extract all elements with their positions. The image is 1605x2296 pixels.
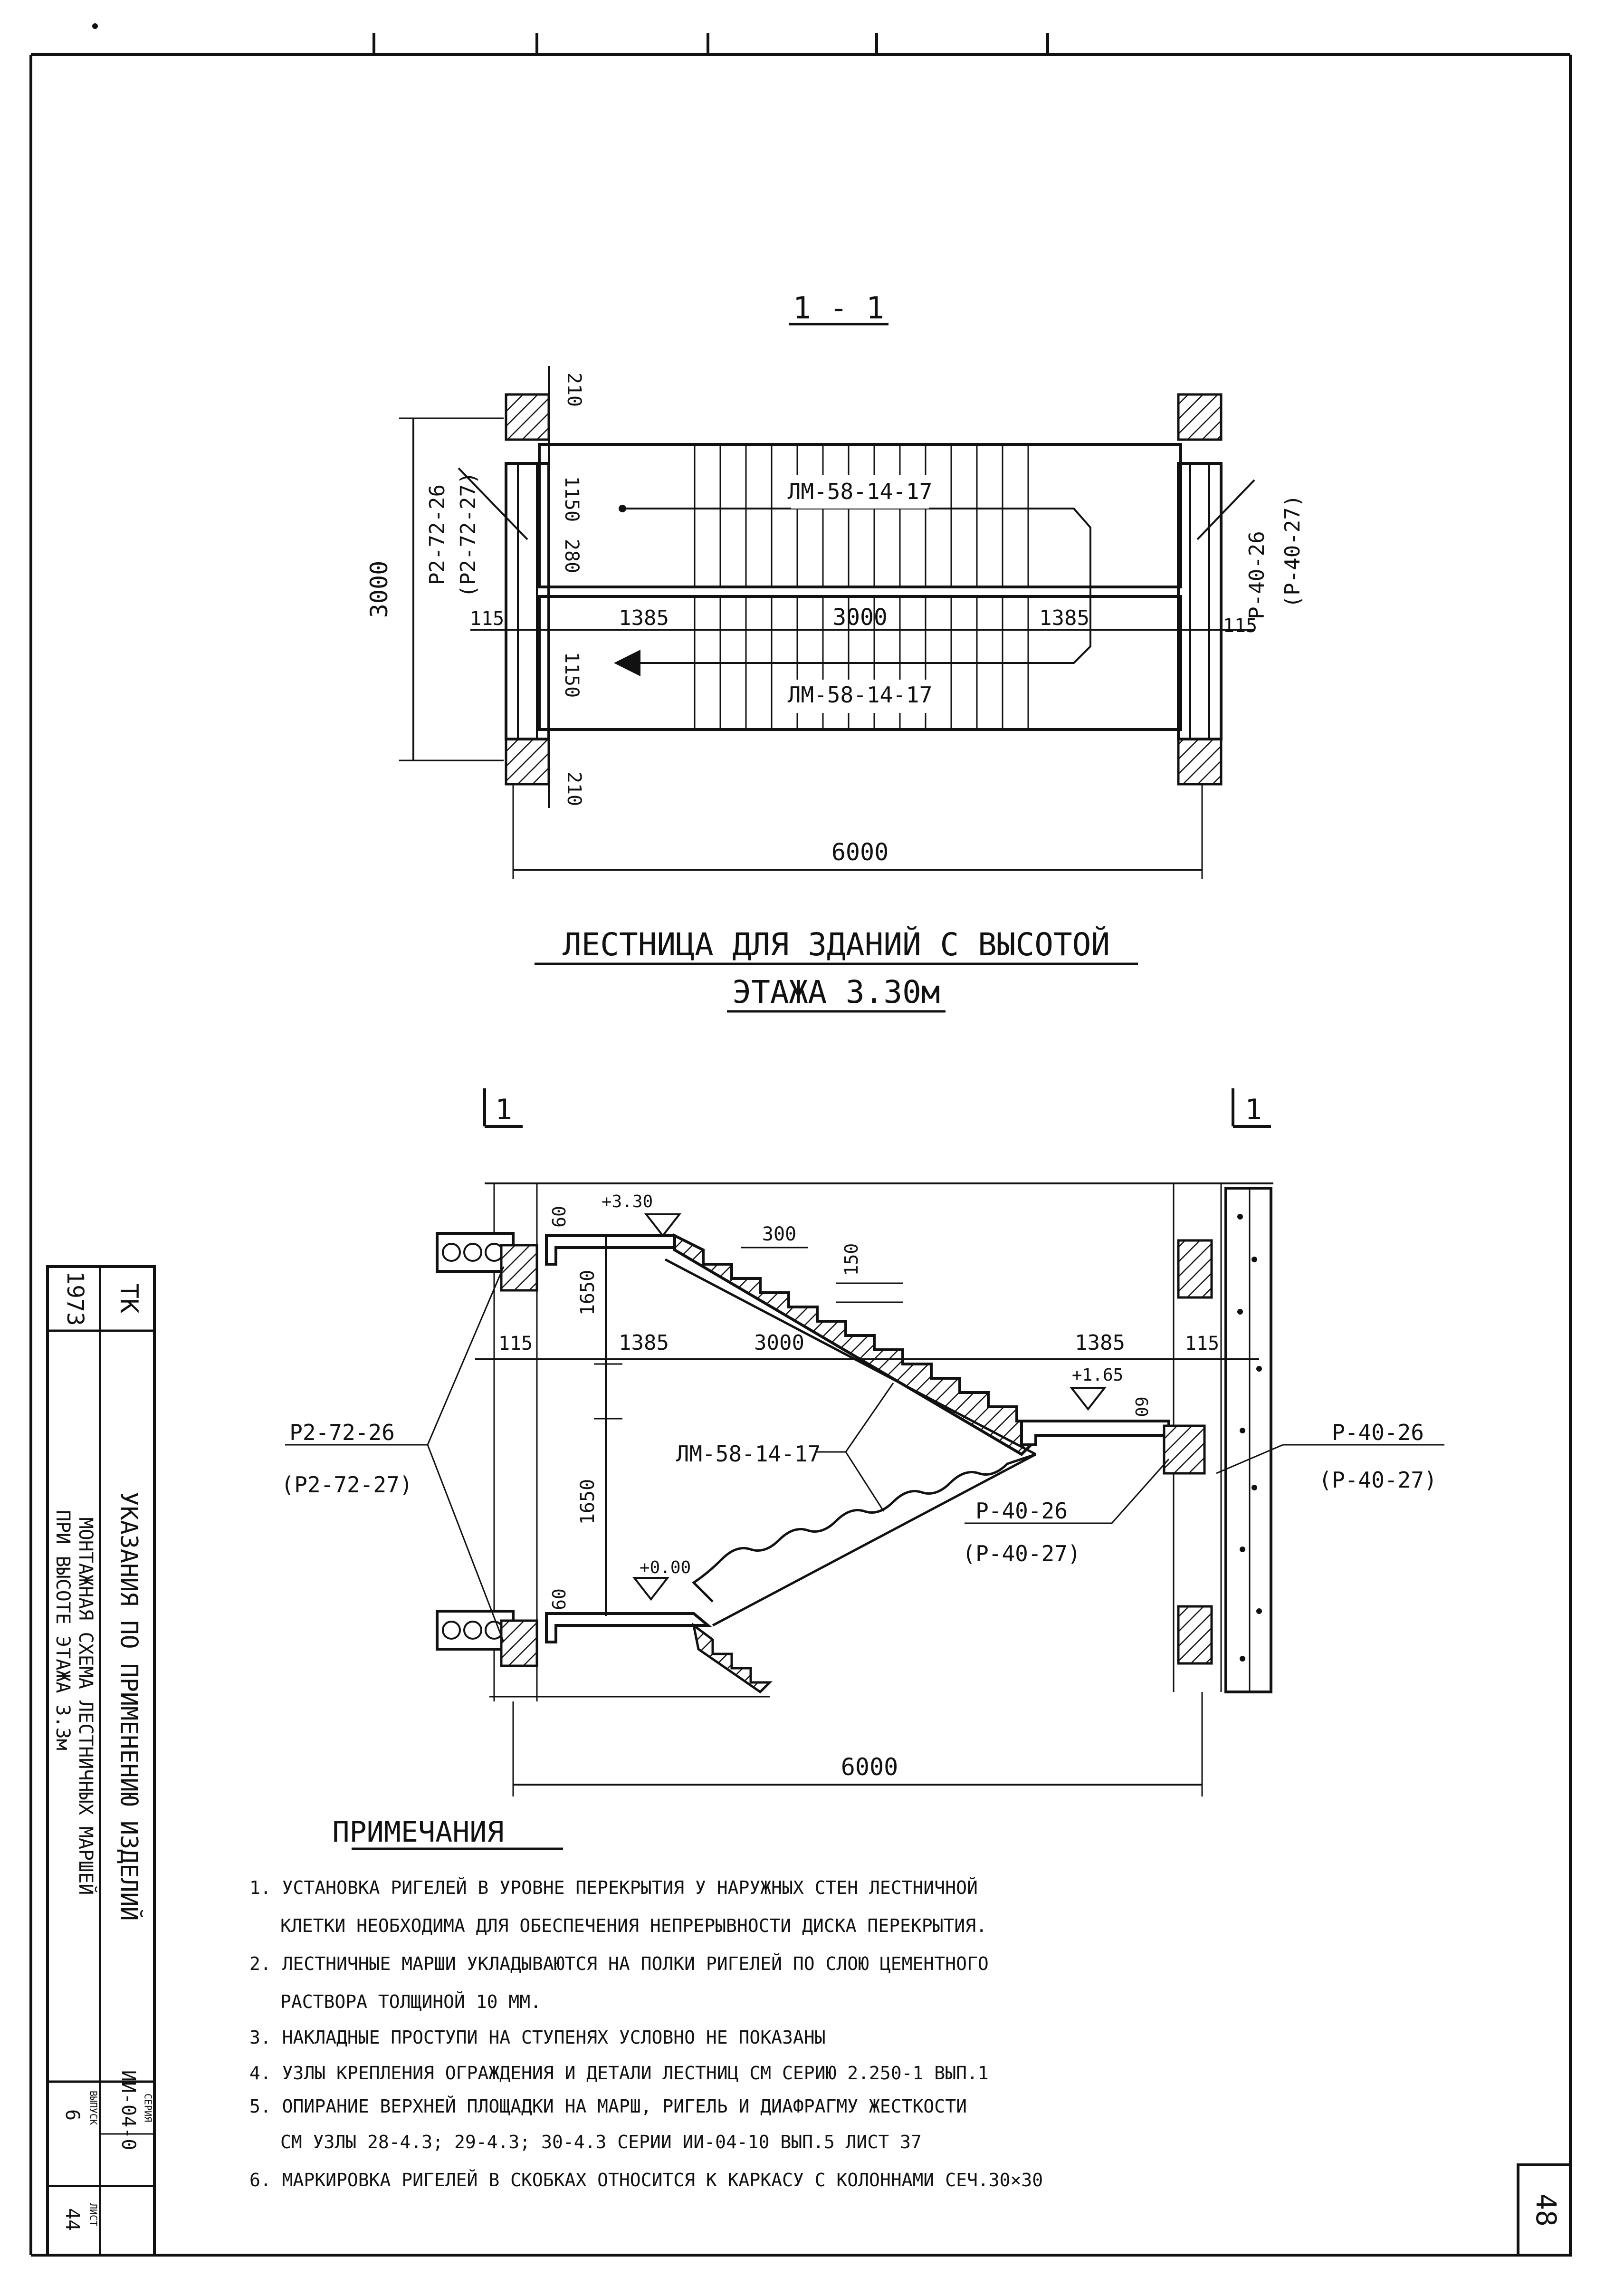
plan-march-upper-label: ЛМ-58-14-17: [788, 479, 933, 504]
column-bottom-right: [1177, 738, 1223, 786]
plan-beam-right-label: Р-40-26: [1245, 531, 1269, 619]
sec-beam-mid-alt-label: (Р-40-27): [962, 1541, 1080, 1566]
sec-dim-60-top: 60: [549, 1206, 570, 1228]
level-top: +3.30: [602, 1192, 653, 1211]
sec-dim-6000: 6000: [841, 1753, 898, 1781]
plan-dim-1385-left: 1385: [619, 606, 669, 630]
sheet-number-box: 48: [1517, 2163, 1572, 2257]
issue-label: ВЫПУСК: [88, 2091, 99, 2125]
column-bottom-left: [505, 738, 550, 786]
sec-dim-60-bottom: 60: [549, 1588, 570, 1610]
series-label: СЕРИЯ: [143, 2094, 154, 2122]
sheet-number: 48: [1530, 2193, 1562, 2227]
plan-dim-1150-lower: 1150: [561, 652, 583, 698]
plan-beam-right-alt-label: (Р-40-27): [1280, 495, 1305, 608]
title-block-year: 1973: [62, 1271, 88, 1326]
sec-dim-1650-upper: 1650: [577, 1270, 599, 1316]
column-right-bottom: [1177, 1605, 1213, 1665]
plan-dim-115-right: 115: [1223, 615, 1257, 637]
note-line-3: 2. ЛЕСТНИЧНЫЕ МАРШИ УКЛАДЫВАЮТСЯ НА ПОЛК…: [249, 1953, 989, 1974]
notes: ПРИМЕЧАНИЯ 1. УСТАНОВКА РИГЕЛЕЙ В УРОВНЕ…: [249, 1816, 1043, 2190]
column-top-right: [1177, 393, 1223, 441]
plan-march-lower-label: ЛМ-58-14-17: [788, 682, 933, 708]
sec-dim-115-left: 115: [498, 1333, 533, 1355]
sec-march-label: ЛМ-58-14-17: [676, 1441, 821, 1467]
sec-dim-1650-lower: 1650: [577, 1479, 599, 1525]
sec-dim-1385-right: 1385: [1075, 1331, 1125, 1355]
beam-mid-section: [1163, 1424, 1206, 1475]
beam-left-bottom-section: [500, 1619, 538, 1667]
sec-beam-left-alt-label: (Р2-72-27): [281, 1472, 413, 1498]
plan-dim-210-bottom: 210: [563, 772, 585, 806]
sec-beam-mid-label: Р-40-26: [975, 1498, 1068, 1524]
march-lower-plan: [538, 595, 1182, 731]
sheet-frame: [29, 23, 1572, 2257]
sec-dim-3000-middle: 3000: [754, 1331, 804, 1355]
sec-dim-150: 150: [841, 1243, 862, 1276]
level-bottom: +0.00: [640, 1558, 691, 1577]
issue-value: 6: [61, 2109, 83, 2121]
plan-dim-1150-upper: 1150: [561, 476, 583, 522]
section-view: 1 1 +3.30 60: [281, 1088, 1444, 1796]
plan-beam-left-alt-label: (Р2-72-27): [456, 472, 480, 598]
sec-dim-300: 300: [762, 1223, 796, 1245]
plan-caption-line2: ЭТАЖА 3.30м: [732, 974, 940, 1010]
march-upper-plan: [538, 443, 1182, 588]
plan-dim-3000-middle: 3000: [832, 604, 888, 631]
note-line-5: 3. НАКЛАДНЫЕ ПРОСТУПИ НА СТУПЕНЯХ УСЛОВН…: [249, 2027, 826, 2048]
notes-title: ПРИМЕЧАНИЯ: [332, 1816, 504, 1849]
sec-beam-left-label: Р2-72-26: [289, 1420, 395, 1445]
plan-dim-210-top: 210: [563, 373, 585, 407]
title-block-org: ТК: [115, 1284, 143, 1314]
series-value: ИИ-04-0: [117, 2070, 139, 2151]
landing-bottom: [545, 1612, 712, 1643]
sec-dim-115-right: 115: [1185, 1333, 1219, 1355]
sec-beam-right-label: Р-40-26: [1332, 1420, 1424, 1445]
title-block-title: УКАЗАНИЯ ПО ПРИМЕНЕНИЮ ИЗДЕЛИЙ: [115, 1491, 143, 1921]
plan-dim-280: 280: [561, 539, 583, 573]
beam-right-plan: [1177, 462, 1223, 740]
plan-dim-3000-total: 3000: [365, 561, 393, 618]
sec-dim-60-mid: 60: [1131, 1396, 1151, 1417]
sheet-value: 44: [61, 2208, 83, 2231]
landing-mid: [1020, 1420, 1170, 1446]
note-line-1: 1. УСТАНОВКА РИГЕЛЕЙ В УРОВНЕ ПЕРЕКРЫТИЯ…: [249, 1877, 978, 1898]
plan-section-label: 1 - 1: [793, 291, 885, 326]
beam-left-plan: [505, 462, 550, 740]
title-block-subtitle-1: МОНТАЖНАЯ СХЕМА ЛЕСТНИЧНЫХ МАРШЕЙ: [75, 1518, 97, 1895]
note-line-9: 6. МАРКИРОВКА РИГЕЛЕЙ В СКОБКАХ ОТНОСИТС…: [249, 2170, 1043, 2190]
column-right-top: [1177, 1239, 1213, 1299]
plan-beam-left-label: Р2-72-26: [425, 484, 449, 585]
sec-dim-1385-left: 1385: [619, 1331, 669, 1355]
plan-view: 1 - 1: [365, 291, 1305, 1013]
plan-dim-6000: 6000: [831, 838, 888, 866]
note-line-4: РАСТВОРА ТОЛЩИНОЙ 10 ММ.: [280, 1991, 541, 2012]
title-block-subtitle-2: ПРИ ВЫСОТЕ ЭТАЖА 3.3м: [52, 1510, 74, 1750]
plan-caption-line1: ЛЕСТНИЦА ДЛЯ ЗДАНИЙ С ВЫСОТОЙ: [563, 926, 1110, 963]
cut-marker-left: 1: [495, 1093, 512, 1126]
sec-beam-right-alt-label: (Р-40-27): [1318, 1467, 1437, 1493]
beam-left-top-section: [500, 1244, 538, 1292]
column-top-left: [505, 393, 550, 441]
plan-dim-1385-right: 1385: [1039, 606, 1089, 630]
cut-marker-right: 1: [1245, 1093, 1262, 1126]
plan-dim-115-left: 115: [470, 608, 504, 630]
wall-right: [1224, 1187, 1272, 1693]
sheet-label: ЛИСТ: [88, 2203, 99, 2226]
note-line-7: 5. ОПИРАНИЕ ВЕРХНЕЙ ПЛОЩАДКИ НА МАРШ, РИ…: [249, 2096, 967, 2117]
note-line-2: КЛЕТКИ НЕОБХОДИМА ДЛЯ ОБЕСПЕЧЕНИЯ НЕПРЕР…: [280, 1915, 987, 1936]
title-block: 1973 ТК УКАЗАНИЯ ПО ПРИМЕНЕНИЮ ИЗДЕЛИЙ М…: [46, 1265, 156, 2257]
note-line-6: 4. УЗЛЫ КРЕПЛЕНИЯ ОГРАЖДЕНИЯ И ДЕТАЛИ ЛЕ…: [249, 2063, 989, 2084]
note-line-8: СМ УЗЛЫ 28-4.3; 29-4.3; 30-4.3 СЕРИИ ИИ-…: [280, 2132, 922, 2152]
level-mid: +1.65: [1072, 1365, 1123, 1385]
